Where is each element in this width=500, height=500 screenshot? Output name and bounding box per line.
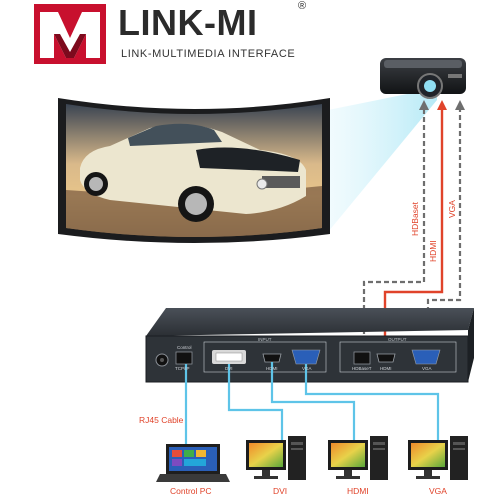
- hdbaset-arrow: [419, 100, 429, 110]
- hdbaset-cable: [362, 104, 426, 342]
- car-front-rim: [185, 193, 207, 215]
- car-headlight: [256, 178, 268, 190]
- hdmi-cable-label: HDMI: [428, 240, 438, 262]
- car-grille: [262, 176, 300, 188]
- input-panel-label: INPUT: [258, 337, 272, 342]
- hdmi-source-label: HDMI: [347, 486, 369, 496]
- control-label: Control: [177, 345, 192, 350]
- brand-name: LINK-MI: [118, 2, 258, 43]
- dvi-source-label: DVI: [273, 486, 288, 496]
- vga-cable-label: VGA: [447, 200, 457, 218]
- car-icon: [80, 124, 306, 214]
- hdmi-in-port-label: HDMI: [266, 366, 278, 371]
- car-window: [128, 123, 222, 146]
- registered-mark: ®: [298, 0, 307, 12]
- projector-beam: [328, 88, 437, 232]
- laptop-icon: [156, 444, 230, 482]
- vga-source-label: VGA: [429, 486, 447, 496]
- vga-computer-icon: [408, 436, 468, 480]
- hdbaset-cable-label: HDBaset: [410, 201, 420, 236]
- hdmi-computer-icon: [328, 436, 388, 480]
- brand-logo-mark: [34, 4, 106, 64]
- vga-out-port-label: VGA: [422, 366, 432, 371]
- tcpip-label: TCP/IP: [175, 366, 190, 371]
- vga-in-port-label: VGA: [302, 366, 312, 371]
- projector-icon: [380, 58, 466, 99]
- hdbaset-port-label: HDBaseT: [352, 366, 372, 371]
- car-rear-rim: [89, 177, 103, 191]
- vga-input-cable: [304, 364, 440, 440]
- dvi-computer-icon: [246, 436, 306, 480]
- vga-arrow: [455, 100, 465, 110]
- dvi-port-label: DVI: [225, 366, 233, 371]
- hdmi-out-port-label: HDMI: [380, 366, 392, 371]
- dvi-input-cable: [227, 364, 284, 440]
- car-hood: [196, 147, 300, 172]
- rj45-cable-label: RJ45 Cable: [139, 415, 184, 425]
- hdmi-input-cable: [270, 362, 356, 440]
- hdmi-arrow: [437, 100, 447, 110]
- control-pc-label: Control PC: [170, 486, 212, 496]
- brand-tagline: LINK-MULTIMEDIA INTERFACE: [121, 48, 296, 60]
- output-panel-label: OUTPUT: [388, 337, 407, 342]
